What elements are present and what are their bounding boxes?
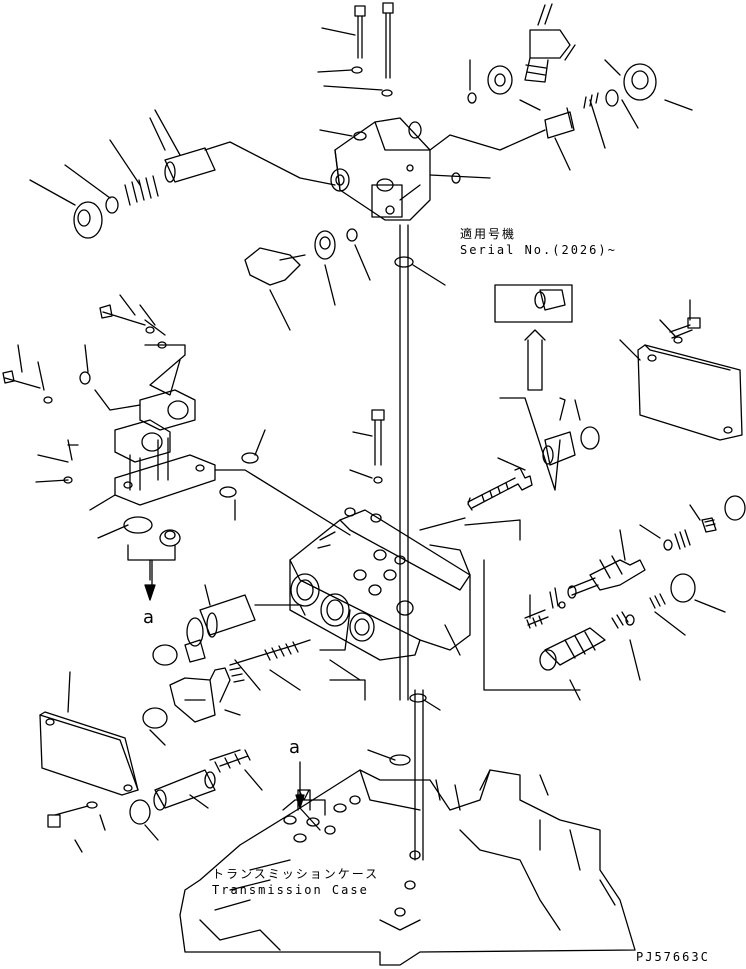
lower-left-plate: [39, 671, 366, 853]
left-flange-assembly: [35, 344, 351, 601]
left-fittings: [2, 294, 167, 404]
transmission-case-jp-label: トランスミッションケース: [212, 867, 380, 881]
top-right-fittings: [429, 3, 693, 184]
callout-a-left: a: [143, 607, 155, 628]
callout-a-lower: a: [289, 737, 301, 758]
left-spool-set: [142, 584, 311, 746]
top-bolts: [317, 2, 394, 141]
upper-left-spool: [29, 109, 336, 239]
serial-alt-parts: [499, 397, 600, 491]
applicable-serial-title: 適用号機: [460, 227, 517, 241]
center-tube: [367, 224, 441, 861]
serial-number-label: Serial No.(2026)~: [460, 243, 617, 257]
serial-box: [494, 284, 573, 391]
transmission-case-en-label: Transmission Case: [212, 883, 369, 897]
direction-arrows: [295, 761, 305, 809]
upper-valve-body: [330, 117, 431, 221]
right-long-spool: [467, 457, 533, 511]
right-cover-plate: [619, 299, 743, 441]
main-body-bolts: [349, 409, 385, 484]
main-valve-body: [289, 507, 521, 681]
transmission-case: [179, 769, 636, 966]
right-spool-set: [483, 495, 746, 701]
drawing-number: PJ57663C: [636, 950, 710, 964]
upper-mid-fittings: [244, 228, 446, 331]
